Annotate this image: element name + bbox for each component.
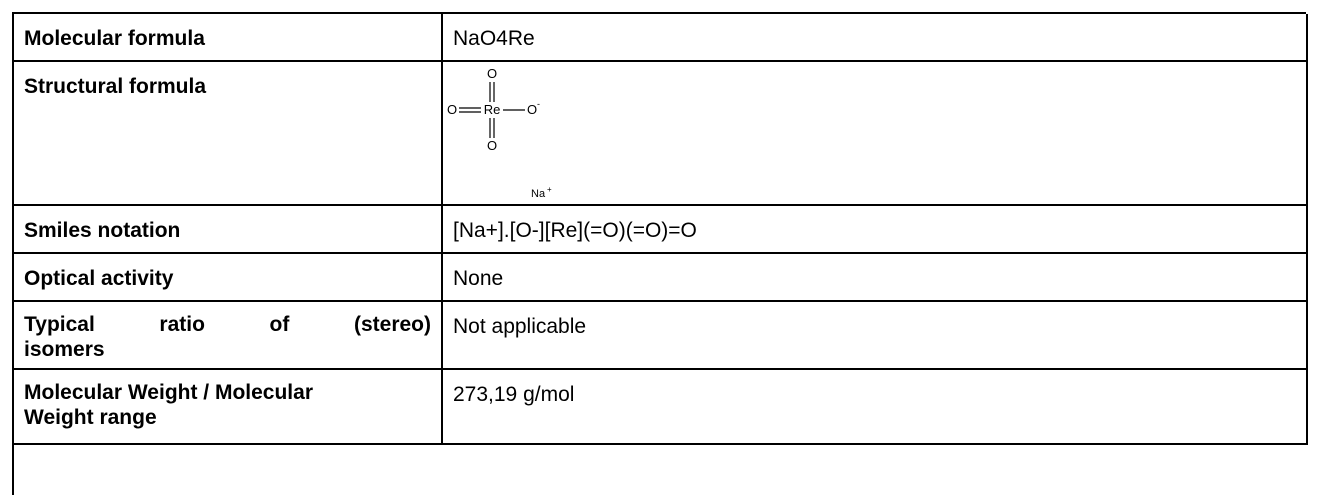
label-molecular-weight: Molecular Weight / Molecular Weight rang… [14,370,443,445]
atom-o-top: O [487,66,497,81]
value-smiles-notation: [Na+].[O-][Re](=O)(=O)=O [443,206,1308,254]
atom-re: Re [484,102,501,117]
label-structural-formula: Structural formula [14,62,443,206]
counter-ion-na: Na [531,188,546,200]
charge-minus: - [537,99,540,109]
atom-o-bottom: O [487,138,497,153]
atom-o-left: O [447,102,457,117]
value-molecular-formula: NaO4Re [443,14,1308,62]
label-optical-activity: Optical activity [14,254,443,302]
structural-formula-diagram: O O Re O - O Na + [443,62,1308,206]
label-molecular-weight-line1: Molecular Weight / Molecular [24,381,313,404]
value-optical-activity: None [443,254,1308,302]
value-isomer-ratio: Not applicable [443,302,1308,370]
structure-svg: O O Re O - O Na + [447,66,552,200]
charge-plus: + [547,185,552,194]
label-molecular-formula: Molecular formula [14,14,443,62]
label-molecular-weight-line2: Weight range [24,406,157,429]
atom-o-right: O [527,102,537,117]
label-smiles-notation: Smiles notation [14,206,443,254]
label-isomer-ratio-line1: Typical ratio of (stereo) [24,313,431,336]
label-isomer-ratio: Typical ratio of (stereo) isomers [14,302,443,370]
label-isomer-ratio-line2: isomers [24,338,105,361]
value-molecular-weight: 273,19 g/mol [443,370,1308,445]
substance-identity-table: Molecular formula NaO4Re Structural form… [12,12,1308,495]
